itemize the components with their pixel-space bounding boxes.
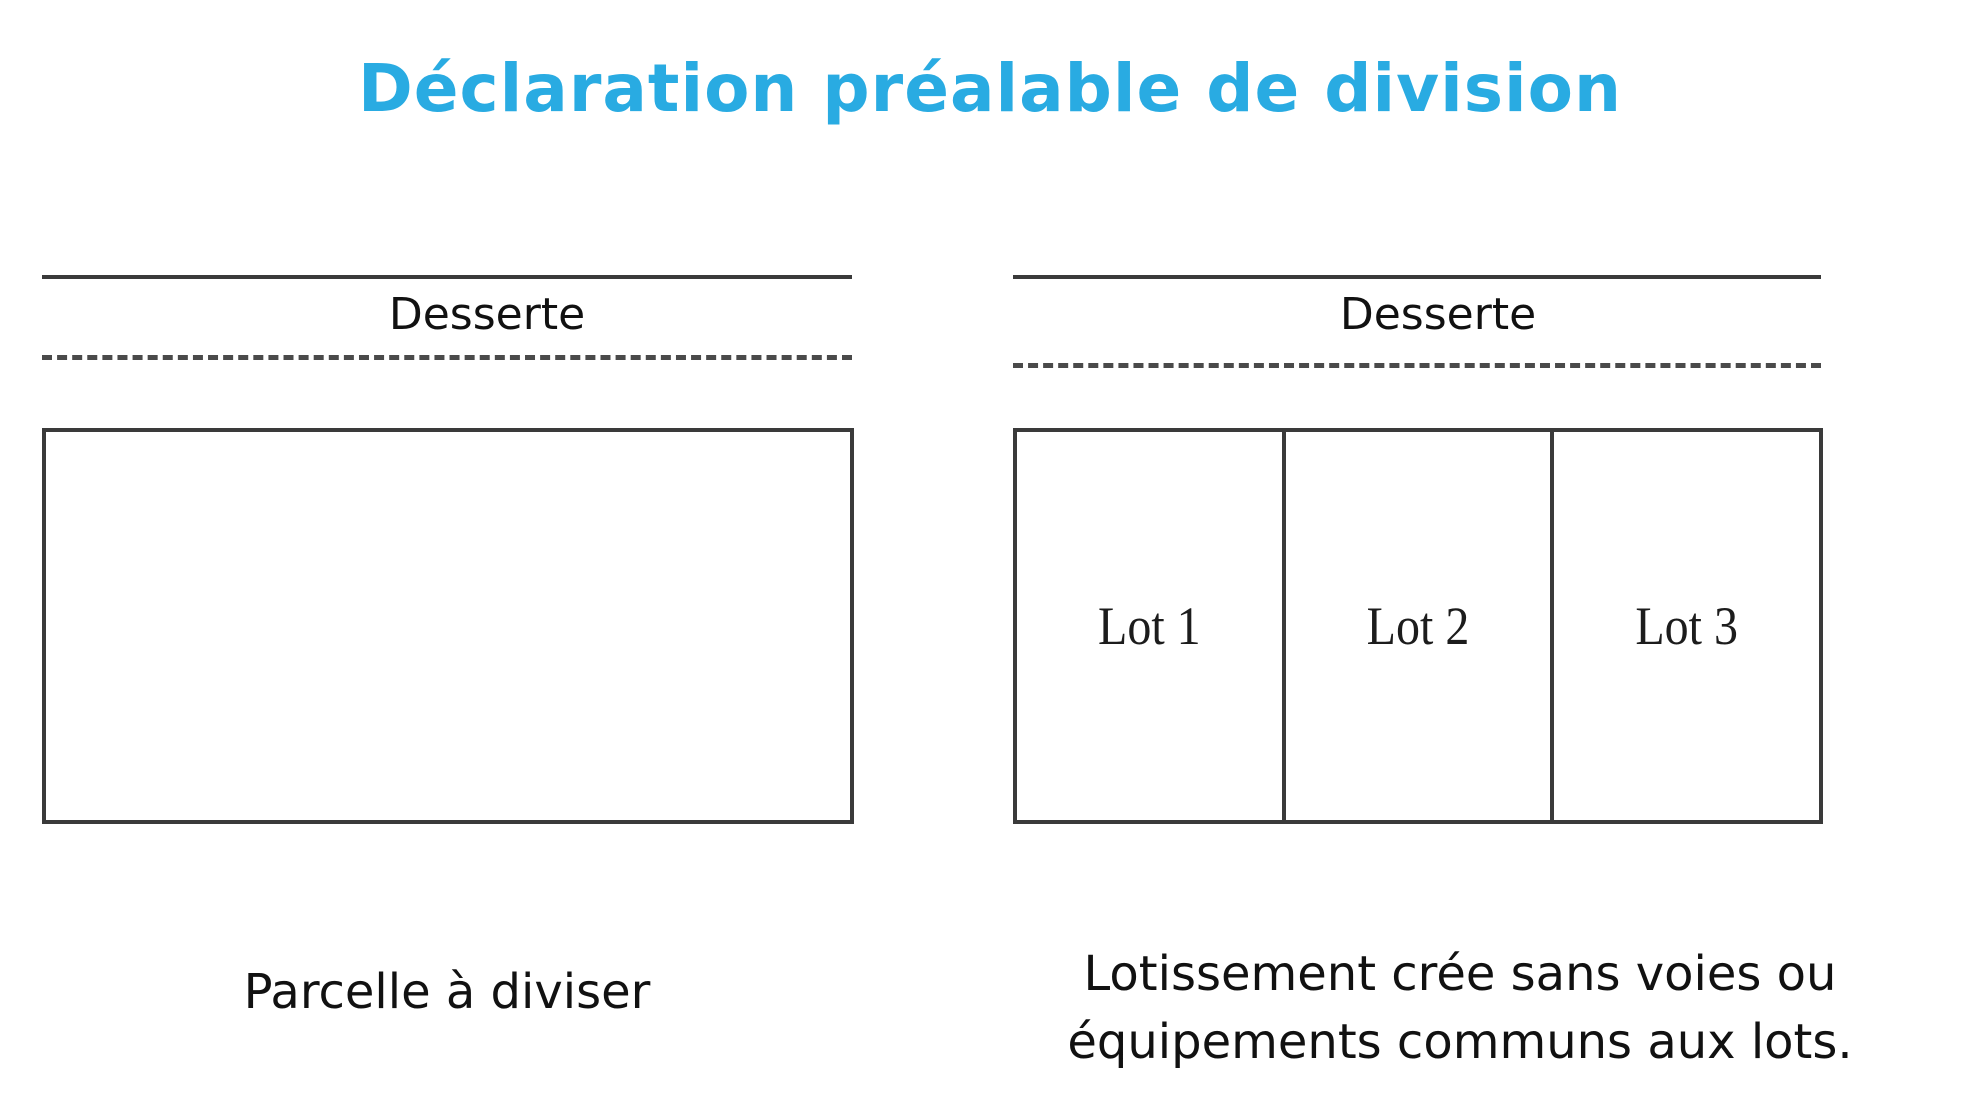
- lot-3: Lot 3: [1554, 432, 1819, 820]
- road-label: Desserte: [388, 289, 586, 340]
- road-edge-line: [1013, 275, 1821, 279]
- lot-label: Lot 2: [1366, 596, 1470, 656]
- road-boundary-dashed: [42, 355, 852, 360]
- parcel-to-divide: [42, 428, 854, 824]
- subdivided-parcel: Lot 1 Lot 2 Lot 3: [1013, 428, 1823, 824]
- left-caption: Parcelle à diviser: [243, 964, 651, 1020]
- road-boundary-dashed: [1013, 363, 1821, 368]
- lot-1: Lot 1: [1017, 432, 1286, 820]
- page-title: Déclaration préalable de division: [358, 50, 1622, 127]
- road-edge-line: [42, 275, 852, 279]
- right-caption-line-2: équipements communs aux lots.: [1067, 1014, 1853, 1070]
- lot-label: Lot 1: [1098, 596, 1201, 656]
- lot-label: Lot 3: [1635, 596, 1738, 656]
- road-label: Desserte: [1339, 289, 1537, 340]
- lot-2: Lot 2: [1286, 432, 1555, 820]
- right-caption-line-1: Lotissement crée sans voies ou: [1083, 946, 1837, 1002]
- right-caption: Lotissement crée sans voies ou équipemen…: [940, 940, 1980, 1076]
